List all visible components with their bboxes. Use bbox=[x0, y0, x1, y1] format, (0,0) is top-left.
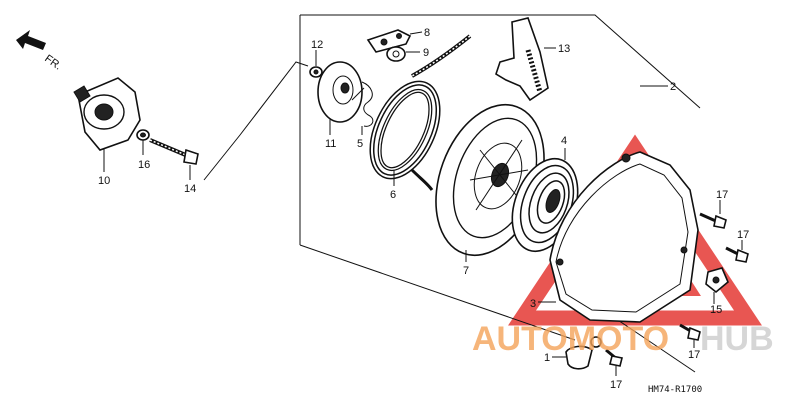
assembly-outline bbox=[300, 14, 701, 109]
diagram-code: HM74-R1700 bbox=[648, 385, 702, 395]
starter-handle-icon bbox=[495, 17, 556, 102]
callout-9: 9 bbox=[423, 47, 429, 59]
callout-2: 2 bbox=[670, 81, 676, 93]
bolt-icon bbox=[679, 323, 701, 348]
callout-3: 3 bbox=[530, 298, 536, 310]
bolt-icon bbox=[605, 348, 623, 376]
callout-5: 5 bbox=[357, 138, 363, 150]
callout-6: 6 bbox=[390, 189, 396, 201]
bolt-icon bbox=[699, 200, 727, 229]
callout-17-a: 17 bbox=[716, 189, 728, 201]
nut-icon bbox=[309, 50, 323, 78]
starter-rope-icon bbox=[369, 34, 472, 191]
callout-11: 11 bbox=[325, 138, 336, 150]
callout-17-b: 17 bbox=[737, 229, 749, 241]
clip-icon bbox=[705, 267, 729, 304]
callout-12: 12 bbox=[311, 39, 323, 51]
bolt-icon bbox=[725, 240, 749, 263]
callout-17-d: 17 bbox=[610, 379, 622, 391]
ratchet-plate-icon bbox=[317, 61, 363, 135]
callout-4: 4 bbox=[561, 135, 567, 147]
front-direction-arrow-icon bbox=[16, 30, 46, 50]
callout-13: 13 bbox=[558, 43, 570, 55]
callout-10: 10 bbox=[98, 175, 110, 187]
callout-14: 14 bbox=[184, 183, 196, 195]
friction-plate-icon bbox=[366, 29, 423, 53]
spring-washer-icon bbox=[386, 46, 420, 62]
callout-7: 7 bbox=[463, 265, 469, 277]
direction-label: FR. bbox=[42, 53, 63, 73]
callout-17-c: 17 bbox=[688, 349, 700, 361]
rope-guide-icon bbox=[552, 345, 593, 370]
starter-cover-icon bbox=[538, 85, 699, 348]
callout-15: 15 bbox=[710, 304, 722, 316]
callout-8: 8 bbox=[424, 27, 430, 39]
return-spring-icon bbox=[351, 81, 374, 135]
watermark-suffix: HUB bbox=[700, 320, 774, 358]
washer-icon bbox=[136, 129, 150, 155]
callout-16: 16 bbox=[138, 159, 150, 171]
watermark-prefix: AUTOMOTO bbox=[472, 320, 669, 358]
starter-pulley-icon bbox=[73, 77, 141, 172]
callout-1: 1 bbox=[544, 352, 550, 364]
flange-bolt-icon bbox=[149, 138, 199, 180]
